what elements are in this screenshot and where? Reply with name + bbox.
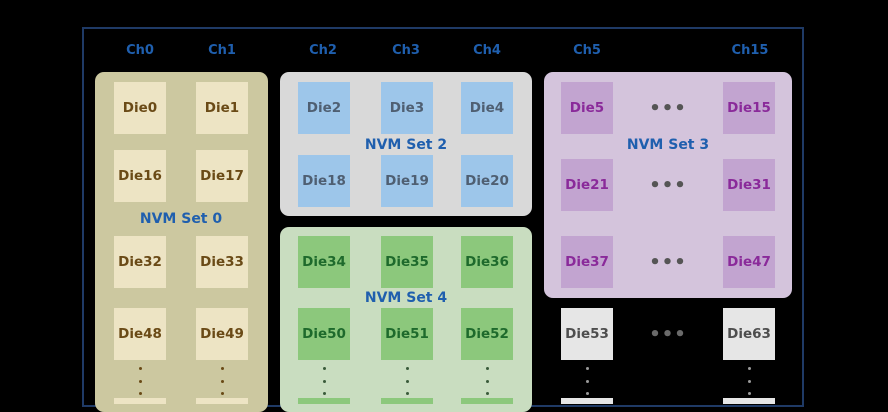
die-50: Die50: [298, 308, 350, 360]
die-5: Die5: [561, 82, 613, 134]
die-row-continuation: [114, 398, 166, 404]
channel-label-ch4: Ch4: [473, 43, 501, 58]
vertical-ellipsis-icon: [561, 367, 613, 395]
die-0: Die0: [114, 82, 166, 134]
die-51: Die51: [381, 308, 433, 360]
die-19: Die19: [381, 155, 433, 207]
nvm-set-3-label: NVM Set 3: [626, 137, 710, 153]
horizontal-ellipsis-icon: •••: [649, 174, 687, 196]
die-row-continuation: [298, 398, 350, 404]
die-1: Die1: [196, 82, 248, 134]
die-21: Die21: [561, 159, 613, 211]
vertical-ellipsis-icon: [196, 367, 248, 395]
channel-label-ch5: Ch5: [573, 43, 601, 58]
die-18: Die18: [298, 155, 350, 207]
vertical-ellipsis-icon: [114, 367, 166, 395]
vertical-ellipsis-icon: [461, 367, 513, 395]
nvm-set-4-label: NVM Set 4: [364, 290, 448, 306]
channel-label-ch1: Ch1: [208, 43, 236, 58]
channel-label-ch15: Ch15: [731, 43, 769, 58]
die-row-continuation: [723, 398, 775, 404]
nvm-set-2-label: NVM Set 2: [364, 137, 448, 153]
die-48: Die48: [114, 308, 166, 360]
die-35: Die35: [381, 236, 433, 288]
die-33: Die33: [196, 236, 248, 288]
horizontal-ellipsis-icon: •••: [649, 251, 687, 273]
die-row-continuation: [461, 398, 513, 404]
channel-label-ch2: Ch2: [309, 43, 337, 58]
vertical-ellipsis-icon: [298, 367, 350, 395]
die-17: Die17: [196, 150, 248, 202]
die-row-continuation: [381, 398, 433, 404]
die-31: Die31: [723, 159, 775, 211]
die-37: Die37: [561, 236, 613, 288]
horizontal-ellipsis-icon: •••: [649, 97, 687, 119]
die-4: Die4: [461, 82, 513, 134]
die-36: Die36: [461, 236, 513, 288]
die-row-continuation: [561, 398, 613, 404]
vertical-ellipsis-icon: [381, 367, 433, 395]
channel-label-ch3: Ch3: [392, 43, 420, 58]
die-16: Die16: [114, 150, 166, 202]
die-20: Die20: [461, 155, 513, 207]
die-34: Die34: [298, 236, 350, 288]
channel-label-ch0: Ch0: [126, 43, 154, 58]
horizontal-ellipsis-icon: •••: [649, 323, 687, 345]
nvm-set-0-label: NVM Set 0: [139, 211, 223, 227]
die-52: Die52: [461, 308, 513, 360]
die-63: Die63: [723, 308, 775, 360]
die-32: Die32: [114, 236, 166, 288]
die-53: Die53: [561, 308, 613, 360]
die-2: Die2: [298, 82, 350, 134]
die-47: Die47: [723, 236, 775, 288]
vertical-ellipsis-icon: [723, 367, 775, 395]
die-3: Die3: [381, 82, 433, 134]
die-15: Die15: [723, 82, 775, 134]
die-row-continuation: [196, 398, 248, 404]
die-49: Die49: [196, 308, 248, 360]
